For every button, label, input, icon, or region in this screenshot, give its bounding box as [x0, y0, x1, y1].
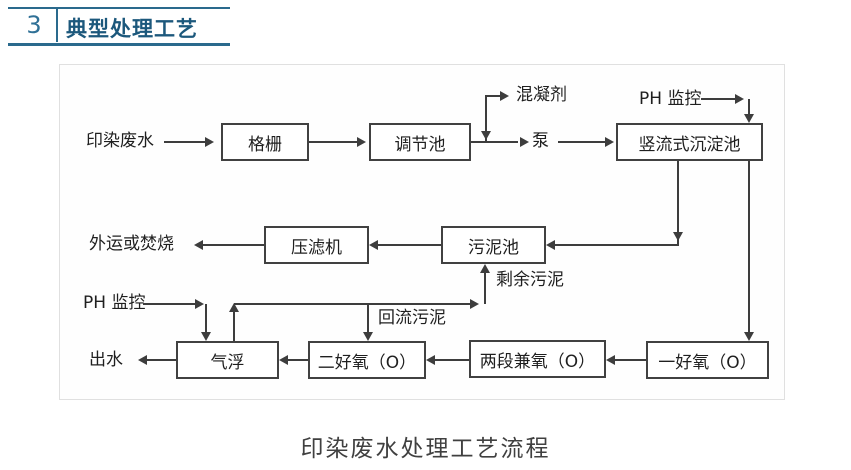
node-filter-press-label: 压滤机 [291, 237, 342, 258]
connector-return-sludge-drop [367, 305, 369, 332]
arrowhead-coagulant-into-line [481, 131, 491, 140]
arrowhead-into-aerobic-2 [426, 355, 435, 365]
arrowhead-into-air-flotation [279, 355, 288, 365]
arrowhead-into-coagulant [500, 91, 509, 101]
arrowhead-ph-top-right [735, 94, 744, 104]
label-coagulant: 混凝剂 [516, 85, 567, 105]
label-pump: 泵 [532, 131, 549, 151]
arrowhead-into-facultative [606, 355, 615, 365]
node-vertical-settling-tank-label: 竖流式沉淀池 [638, 134, 741, 155]
connector-to-coagulant [485, 95, 500, 97]
arrowhead-into-filter-press [369, 240, 378, 250]
connector-influent-to-grid [164, 141, 205, 143]
connector-filter-press-to-disposal [203, 244, 264, 246]
label-effluent: 出水 [89, 350, 123, 370]
connector-ph-top [701, 98, 735, 100]
flow-diagram: 格栅 调节池 竖流式沉淀池 压滤机 污泥池 气浮 二好氧（O） 两段兼氧（O） … [59, 64, 785, 400]
header-top-rule [8, 7, 230, 9]
section-title: 典型处理工艺 [66, 17, 198, 41]
arrowhead-into-grid [205, 137, 214, 147]
arrowhead-return-line-right [470, 299, 479, 309]
label-ph-monitor-top: PH 监控 [639, 89, 702, 109]
connector-sludge-tank-to-filter-press [378, 244, 441, 246]
arrowhead-into-pump [520, 137, 529, 147]
node-aerobic-2: 二好氧（O） [308, 341, 426, 379]
connector-grid-to-regulating-tank [309, 141, 357, 143]
node-grid: 格栅 [221, 123, 309, 161]
diagram-caption: 印染废水处理工艺流程 [300, 436, 551, 462]
node-grid-label: 格栅 [248, 134, 282, 155]
node-two-stage-facultative-label: 两段兼氧（O） [479, 351, 596, 372]
connector-facultative-to-aerobic-2 [435, 359, 469, 361]
connector-air-flotation-to-effluent [147, 359, 176, 361]
arrowhead-excess-sludge-into-sludge-tank [480, 264, 490, 273]
connector-aerobic-1-to-facultative [615, 359, 646, 361]
arrowhead-return-into-aerobic-2 [363, 332, 373, 341]
label-disposal: 外运或焚烧 [89, 234, 174, 254]
header-divider [56, 8, 58, 42]
connector-settling-tank-drop-right [748, 161, 750, 332]
arrowhead-into-regulating-tank [357, 137, 366, 147]
connector-air-flotation-riser [233, 312, 235, 341]
arrowhead-settling-tank-drop [673, 232, 683, 241]
arrowhead-ph-bottom-into-air-flotation [201, 332, 211, 341]
connector-ph-bottom-drop [205, 304, 207, 332]
section-number: 3 [26, 11, 42, 39]
connector-to-sludge-tank [555, 244, 679, 246]
label-influent: 印染废水 [86, 131, 154, 151]
node-filter-press: 压滤机 [264, 226, 369, 264]
arrowhead-into-sludge-tank [546, 240, 555, 250]
node-air-flotation: 气浮 [176, 341, 279, 379]
node-regulating-tank-label: 调节池 [394, 134, 446, 155]
node-aerobic-1: 一好氧（O） [646, 341, 769, 379]
node-two-stage-facultative: 两段兼氧（O） [469, 340, 606, 378]
arrowhead-into-disposal [194, 240, 203, 250]
connector-ph-top-drop [748, 99, 750, 114]
node-aerobic-1-label: 一好氧（O） [658, 352, 757, 373]
header-bottom-rule [8, 43, 230, 46]
connector-ph-bottom [143, 303, 195, 305]
node-sludge-tank: 污泥池 [441, 226, 546, 264]
connector-excess-sludge-riser [484, 272, 486, 304]
label-ph-monitor-bottom: PH 监控 [83, 293, 146, 313]
node-air-flotation-label: 气浮 [210, 352, 245, 373]
connector-return-sludge-line [234, 303, 470, 305]
connector-pump-to-settling-tank [558, 141, 605, 143]
arrowhead-into-settling-tank [605, 137, 614, 147]
node-sludge-tank-label: 污泥池 [468, 237, 519, 258]
node-regulating-tank: 调节池 [369, 123, 471, 161]
connector-coagulant-riser [485, 95, 487, 141]
node-aerobic-2-label: 二好氧（O） [317, 352, 417, 373]
connector-regulating-tank-to-pump [471, 141, 518, 143]
arrowhead-ph-top-into-settling-tank [744, 114, 754, 123]
arrowhead-into-effluent [138, 355, 147, 365]
arrowhead-ph-bottom-right [195, 299, 204, 309]
arrowhead-riser-into-return-line [229, 303, 239, 312]
arrowhead-into-aerobic-1 [744, 332, 754, 341]
label-return-sludge: 回流污泥 [378, 308, 446, 328]
connector-settling-tank-drop-left [677, 161, 679, 244]
label-excess-sludge: 剩余污泥 [496, 270, 564, 290]
connector-aerobic-2-to-air-flotation [288, 359, 308, 361]
node-vertical-settling-tank: 竖流式沉淀池 [616, 123, 763, 161]
